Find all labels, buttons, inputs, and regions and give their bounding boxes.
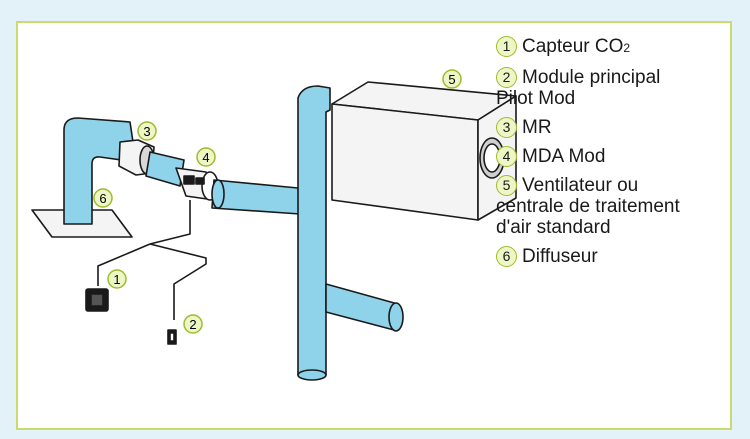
marker-6: 6 <box>93 188 113 208</box>
svg-text:6: 6 <box>99 191 106 206</box>
marker-1: 1 <box>107 269 127 289</box>
legend-number: 1 <box>496 36 517 57</box>
vertical-duct <box>297 85 331 376</box>
bottom-duct <box>325 283 399 331</box>
svg-text:3: 3 <box>143 124 150 139</box>
legend-number: 2 <box>496 67 517 88</box>
svg-text:5: 5 <box>448 72 455 87</box>
control-wiring <box>97 200 207 320</box>
marker-2: 2 <box>183 314 203 334</box>
legend-number: 3 <box>496 117 517 138</box>
svg-text:2: 2 <box>189 317 196 332</box>
legend-number: 4 <box>496 146 517 167</box>
marker-4: 4 <box>196 147 216 167</box>
legend-number: 5 <box>496 175 517 196</box>
left-elbow-duct <box>63 117 137 225</box>
main-duct <box>211 179 301 215</box>
svg-text:1: 1 <box>113 272 120 287</box>
marker-3: 3 <box>137 121 157 141</box>
ventilation-unit-front <box>331 103 479 221</box>
svg-text:4: 4 <box>202 150 209 165</box>
middle-duct <box>145 151 185 187</box>
marker-5: 5 <box>442 69 462 89</box>
legend-number: 6 <box>496 246 517 267</box>
